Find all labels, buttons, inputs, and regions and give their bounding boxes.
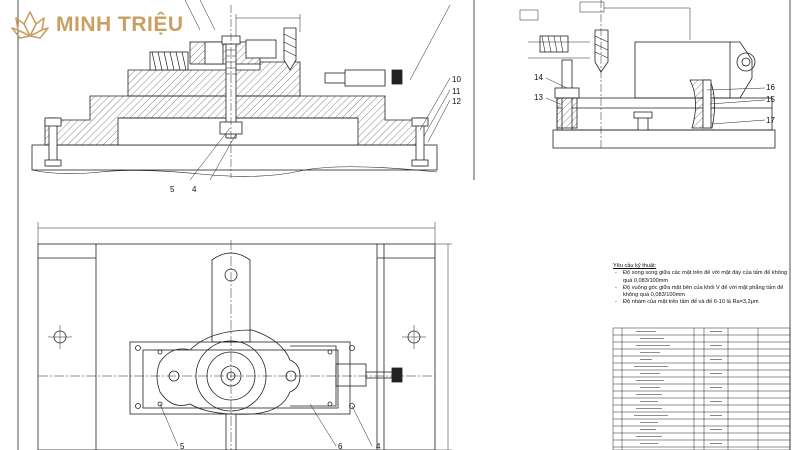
front-section-view	[31, 0, 451, 181]
parts-list-table	[612, 327, 791, 450]
gear-knurl	[149, 51, 189, 71]
requirement-item-2: -Độ vuông góc giữa mặt bên của khối V đế…	[615, 284, 784, 299]
part-number-6-bottom: 6	[338, 442, 343, 450]
hold-down-bolt-left	[44, 117, 62, 167]
part-number-5-bottom: 5	[180, 442, 185, 450]
lotus-logo-icon	[11, 11, 49, 39]
part-number-13: 13	[534, 93, 543, 102]
side-view	[519, 0, 776, 150]
top-view	[37, 222, 452, 450]
brand-logo: MINH TRIỆU	[10, 8, 184, 42]
requirements-title: Yêu cầu kỹ thuật:	[613, 263, 657, 269]
part-number-5: 5	[170, 185, 175, 194]
hold-down-bolt-right	[411, 117, 429, 167]
part-number-4-bottom: 4	[376, 442, 381, 450]
part-number-4: 4	[192, 185, 197, 194]
part-number-15: 15	[766, 95, 775, 104]
part-number-12: 12	[452, 97, 461, 106]
technical-requirements: Yêu cầu kỹ thuật: -Độ song song giữa các…	[613, 263, 793, 307]
part-number-14: 14	[534, 73, 543, 82]
requirement-item-1: -Độ song song giữa các mặt trên đế với m…	[615, 270, 788, 284]
part-number-10: 10	[452, 75, 461, 84]
part-number-16: 16	[766, 83, 775, 92]
drawing-frame	[17, 0, 791, 450]
side-gear-knurl	[539, 35, 569, 53]
part-number-11: 11	[452, 87, 461, 96]
part-number-17: 17	[766, 116, 775, 125]
requirement-item-3: -Độ nhám của mặt trên tấm đế và đế 6-10 …	[615, 299, 759, 306]
brand-name: MINH TRIỆU	[56, 13, 184, 36]
